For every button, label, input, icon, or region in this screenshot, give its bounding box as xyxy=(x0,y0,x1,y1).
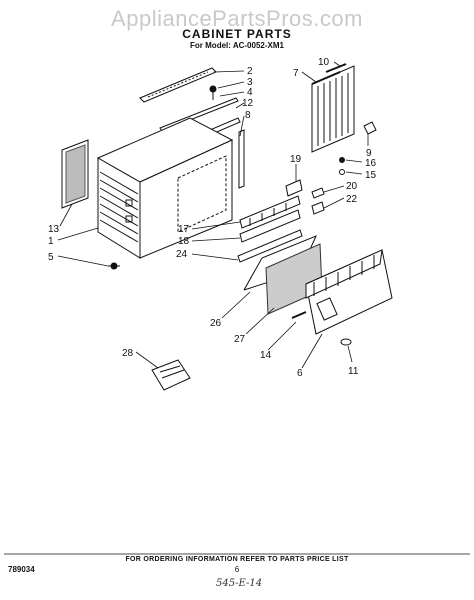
part-11-knob xyxy=(340,338,352,346)
callout-4: 4 xyxy=(247,87,253,98)
callout-20: 20 xyxy=(346,181,358,192)
part-20-clip xyxy=(311,187,325,199)
part-18-strip xyxy=(239,209,301,243)
leader-lines xyxy=(57,61,369,369)
callout-2: 2 xyxy=(247,66,253,77)
callout-24: 24 xyxy=(176,249,188,260)
callout-6: 6 xyxy=(297,368,303,379)
callout-28: 28 xyxy=(122,348,134,359)
callout-7: 7 xyxy=(293,68,299,79)
callout-15: 15 xyxy=(365,170,377,181)
part-16-screw xyxy=(339,157,345,163)
part-14-bar xyxy=(291,311,307,319)
callout-19: 19 xyxy=(290,154,302,165)
callout-22: 22 xyxy=(346,194,358,205)
callout-27: 27 xyxy=(234,334,246,345)
page-number: 6 xyxy=(234,565,240,574)
diagram-title: CABINET PARTS xyxy=(182,27,292,41)
callout-5: 5 xyxy=(48,252,54,263)
part-9-clip xyxy=(363,121,377,135)
part-15-washer xyxy=(339,169,345,175)
callout-9: 9 xyxy=(366,148,372,159)
callout-14: 14 xyxy=(260,350,272,361)
callout-12: 12 xyxy=(242,98,254,109)
part-28-bag xyxy=(151,359,191,391)
callout-13: 13 xyxy=(48,224,60,235)
handwritten-mark: 545-E-14 xyxy=(216,578,263,589)
part-10-rod xyxy=(325,63,347,73)
part-6-front-grille xyxy=(305,249,393,335)
part-7-louver-frame xyxy=(311,65,355,153)
callout-18: 18 xyxy=(178,236,190,247)
callout-16: 16 xyxy=(365,158,377,169)
part-22-clip xyxy=(311,201,325,215)
part-24-strip xyxy=(237,229,303,263)
part-2-top-rail xyxy=(139,67,217,103)
part-17-grille-strip xyxy=(239,195,301,229)
part-3-screw xyxy=(209,85,217,100)
callout-26: 26 xyxy=(210,318,222,329)
ordering-note: FOR ORDERING INFORMATION REFER TO PARTS … xyxy=(125,556,349,563)
callout-1: 1 xyxy=(48,236,54,247)
callout-3: 3 xyxy=(247,77,253,88)
model-subtitle: For Model: AC-0052-XM1 xyxy=(190,41,284,50)
part-5-screw xyxy=(108,262,120,270)
part-13-side-filter xyxy=(61,139,89,209)
watermark: AppliancePartsPros.com xyxy=(111,6,363,31)
part-19-bracket xyxy=(285,179,303,197)
part-8-bracket xyxy=(238,129,245,189)
callout-8: 8 xyxy=(245,110,251,121)
callout-10: 10 xyxy=(318,57,330,68)
document-number: 789034 xyxy=(8,565,35,574)
callout-11: 11 xyxy=(348,366,359,377)
callout-17: 17 xyxy=(178,224,190,235)
part-1-cabinet xyxy=(96,117,234,259)
